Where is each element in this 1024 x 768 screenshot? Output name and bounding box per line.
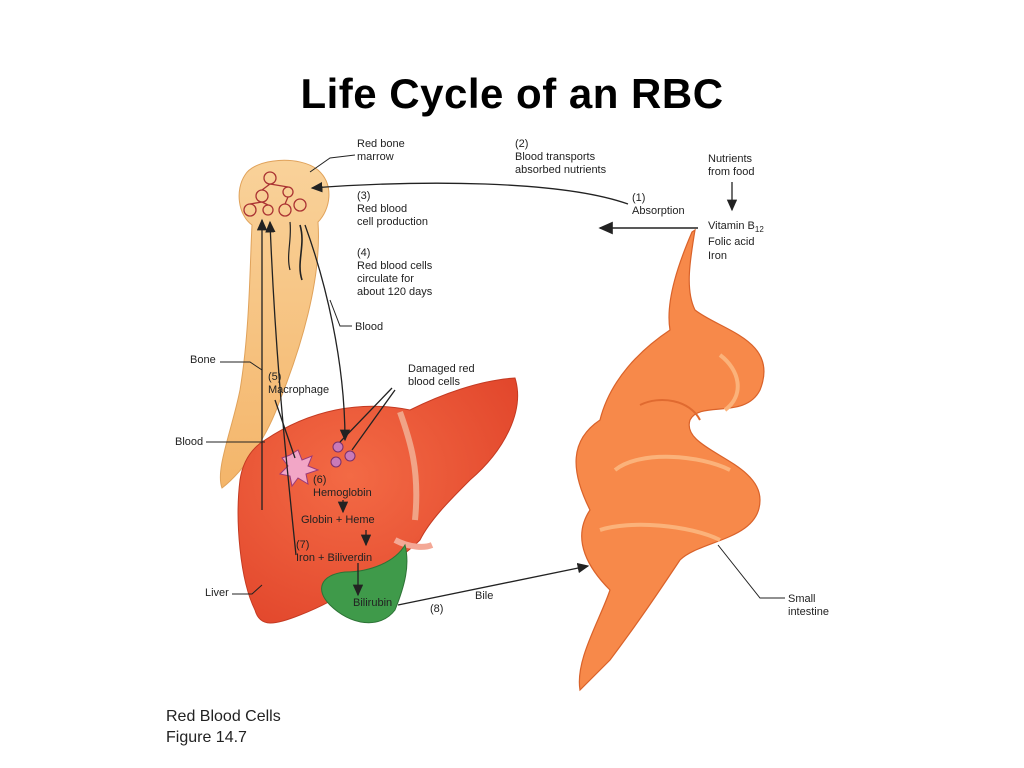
leader-lines <box>206 154 785 599</box>
label-bile: Bile <box>475 590 494 602</box>
label-step-7: (7) Iron + Biliverdin <box>296 539 373 564</box>
label-step-1: (1) Absorption <box>632 192 685 217</box>
arrow-iron-to-marrow <box>265 220 297 556</box>
label-step-5: (5) Macrophage <box>268 371 330 396</box>
arrow-bile <box>397 562 590 606</box>
caption-line-1: Red Blood Cells <box>166 708 281 725</box>
label-step-8: (8) <box>430 603 444 615</box>
arrow-damaged-1 <box>339 387 393 443</box>
arrow-absorption-to-marrow <box>310 182 629 205</box>
marrow-cells <box>243 171 307 217</box>
label-vitamin-b12: Vitamin B12 <box>708 220 764 235</box>
label-nutrients: Nutrients from food <box>708 153 755 178</box>
label-iron-nutrient: Iron <box>708 250 727 262</box>
label-blood-left: Blood <box>175 436 204 448</box>
label-step-4: (4) Red blood cells circulate for about … <box>357 247 433 298</box>
label-step-3: (3) Red blood cell production <box>357 190 428 228</box>
label-liver: Liver <box>205 587 229 599</box>
label-step-6: (6) Hemoglobin <box>313 474 372 499</box>
label-red-bone-marrow: Red bone marrow <box>357 138 405 163</box>
arrow-macrophage-pointer <box>274 399 296 459</box>
damaged-red-blood-cells <box>330 441 356 468</box>
label-bilirubin: Bilirubin <box>353 597 393 609</box>
figure-caption: Red Blood Cells Figure 14.7 <box>166 706 281 748</box>
arrow-damaged-2 <box>351 389 396 451</box>
arrows <box>256 182 738 606</box>
small-intestine-illustration <box>575 228 765 692</box>
arrow-blood-down <box>304 224 351 442</box>
label-folic-acid: Folic acid <box>708 236 755 248</box>
label-bone: Bone <box>190 354 216 366</box>
label-globin-heme: Globin + Heme <box>301 514 375 526</box>
liver-illustration <box>237 377 519 624</box>
label-small-intestine: Small intestine <box>788 593 829 618</box>
label-damaged-red-blood-cells: Damaged red blood cells <box>408 363 475 388</box>
page-title: Life Cycle of an RBC <box>300 70 724 117</box>
macrophage <box>278 449 320 488</box>
caption-line-2: Figure 14.7 <box>166 729 247 746</box>
label-blood-upper: Blood <box>355 321 384 333</box>
label-step-2: (2) Blood transports absorbed nutrients <box>515 138 607 176</box>
